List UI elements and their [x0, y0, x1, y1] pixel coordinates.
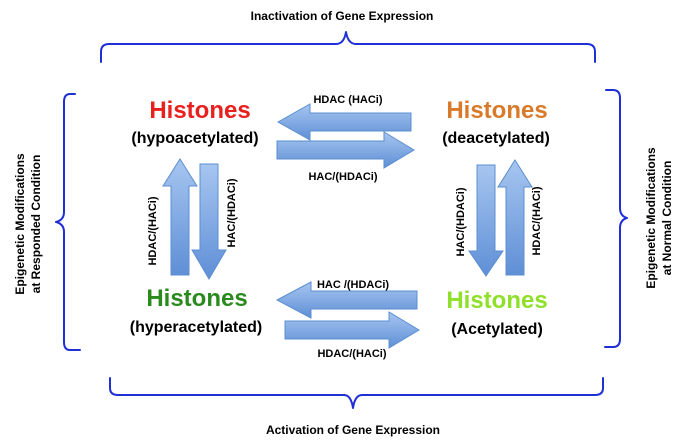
arrow-top-leftward	[276, 103, 412, 141]
top-brace	[100, 31, 596, 63]
arrow-bottom-leftward	[275, 281, 418, 319]
arrow-bottom-leftward-label: HAC /(HDACi)	[317, 279, 389, 291]
bottom-brace	[109, 377, 604, 409]
arrow-right-downward-label: HAC/(HDACi)	[455, 187, 467, 256]
arrow-right-upward	[497, 159, 533, 276]
arrow-left-downward-label: HAC/(HDACi)	[226, 178, 238, 247]
node-bottom-left-subtitle: (hyperacetylated)	[130, 319, 263, 336]
bottom-label: Activation of Gene Expression	[266, 423, 440, 437]
node-top-left-title: Histones	[149, 97, 250, 124]
node-bottom-left-title: Histones	[146, 285, 247, 312]
node-bottom-right-title: Histones	[446, 287, 547, 314]
arrow-left-downward	[191, 163, 227, 280]
right-label-line-1: Epigenetic Modifications	[644, 147, 658, 289]
left-label-line-2: at Responded Condition	[29, 155, 43, 294]
arrow-top-rightward	[276, 131, 415, 169]
arrow-right-downward	[468, 164, 504, 277]
node-top-left-subtitle: (hypoacetylated)	[131, 130, 258, 147]
node-top-right-title: Histones	[446, 97, 547, 124]
right-label-line-2: at Normal Condition	[660, 161, 674, 276]
right-brace	[604, 89, 628, 348]
node-bottom-right-subtitle: (Acetylated)	[451, 321, 543, 338]
arrow-right-upward-label: HDAC/(HACi)	[531, 186, 543, 255]
arrow-bottom-rightward-label: HDAC/(HACi)	[317, 348, 386, 360]
arrow-left-upward-label: HDAC/(HACi)	[147, 196, 159, 265]
top-label: Inactivation of Gene Expression	[251, 9, 434, 23]
arrow-left-upward	[162, 158, 198, 276]
arrow-top-leftward-label: HDAC (HACi)	[313, 94, 382, 106]
arrow-top-rightward-label: HAC/(HDACi)	[308, 171, 377, 183]
node-top-right-subtitle: (deacetylated)	[442, 130, 550, 147]
left-brace	[55, 93, 81, 351]
arrow-bottom-rightward	[284, 311, 420, 349]
left-label-line-1: Epigenetic Modifications	[13, 153, 27, 295]
